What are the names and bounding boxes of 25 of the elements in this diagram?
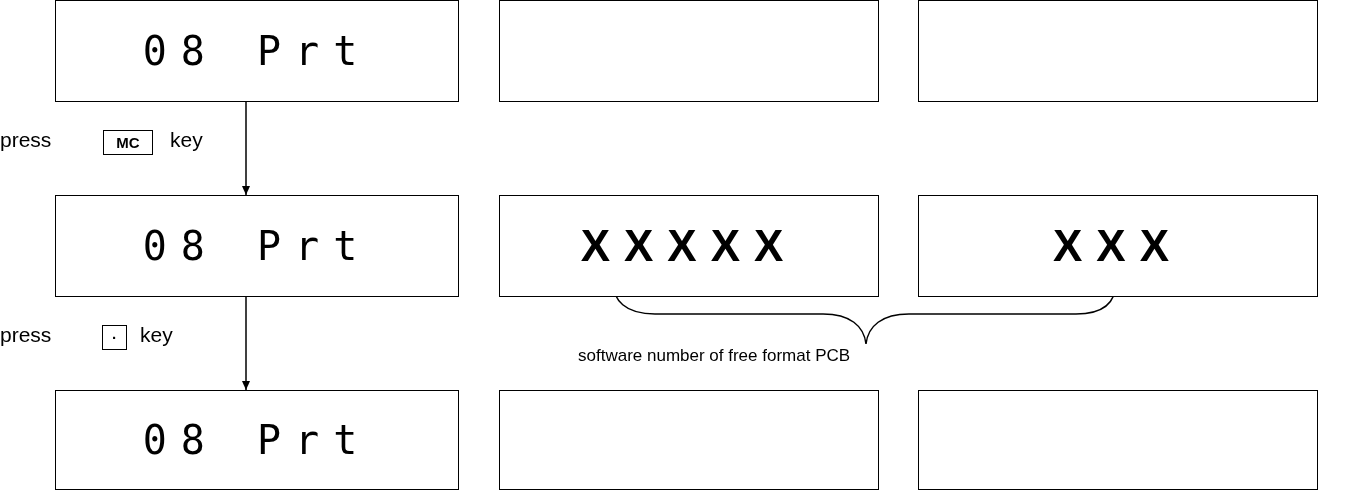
instruction-text: key — [140, 323, 173, 347]
display-panel — [55, 195, 459, 297]
display-panel — [499, 195, 879, 297]
instruction-text: press — [0, 323, 52, 347]
display-readout: 08 Prt — [142, 417, 372, 463]
display-readout: 08 Prt — [142, 223, 372, 269]
display-readout: 08 Prt — [142, 28, 372, 74]
keycap — [103, 130, 153, 155]
display-panel — [499, 0, 879, 102]
display-panel — [55, 390, 459, 490]
display-panel — [499, 390, 879, 490]
arrow — [242, 101, 250, 196]
display-readout: XXX — [1052, 221, 1183, 271]
instruction-text: press — [0, 128, 52, 152]
display-panel — [918, 0, 1318, 102]
bracket-caption: software number of free format PCB — [578, 346, 851, 366]
display-panel — [918, 390, 1318, 490]
arrow — [242, 296, 250, 391]
instruction-text: key — [170, 128, 203, 152]
key-label: MC — [116, 134, 140, 151]
keycap — [102, 325, 127, 350]
display-panel — [55, 0, 459, 102]
display-readout: XXXXX — [580, 221, 798, 271]
display-panel — [918, 195, 1318, 297]
key-label: · — [112, 329, 117, 346]
